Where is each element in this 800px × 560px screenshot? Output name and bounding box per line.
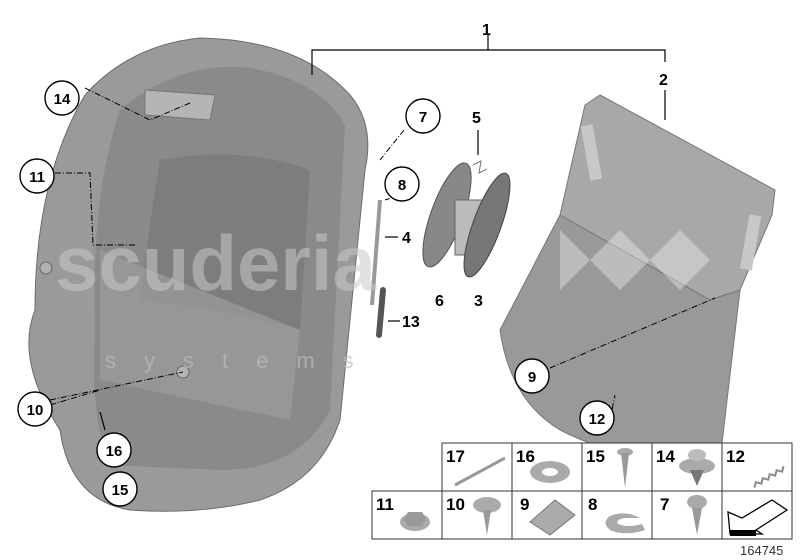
cable-tie-icon [454, 456, 506, 487]
callout-10: 10 [17, 391, 53, 427]
callout-1: 1 [482, 22, 491, 39]
table-cell-16: 16 [511, 442, 583, 492]
svg-text:11: 11 [376, 495, 394, 514]
seat-back-shell [28, 37, 369, 512]
table-cell-12: 12 [721, 442, 793, 492]
svg-text:10: 10 [27, 402, 44, 419]
spring-icon [753, 465, 785, 488]
svg-text:16: 16 [106, 443, 123, 460]
svg-text:14: 14 [54, 91, 71, 108]
callout-4: 4 [402, 230, 411, 247]
table-cell-arrow [721, 490, 793, 540]
leader-14 [84, 87, 191, 121]
leader-10 [49, 371, 184, 406]
table-cell-11: 11 [371, 490, 443, 540]
table-cell-9: 9 [511, 490, 583, 540]
svg-text:17: 17 [446, 447, 465, 466]
svg-text:16: 16 [516, 447, 535, 466]
svg-text:7: 7 [419, 109, 427, 126]
rod-part [370, 199, 382, 306]
screw-icon [617, 448, 633, 488]
callout-12: 12 [579, 400, 615, 436]
svg-text:8: 8 [588, 495, 597, 514]
callout-8: 8 [384, 166, 420, 202]
svg-text:9: 9 [520, 495, 529, 514]
watermark-checker [560, 230, 710, 290]
callout-15: 15 [102, 471, 138, 507]
leader-7 [379, 129, 405, 161]
retaining-clip-icon [605, 513, 645, 534]
leader-11 [55, 172, 135, 246]
leader-16 [99, 411, 106, 431]
parts-table: 17 16 15 14 12 11 10 9 8 7 [371, 442, 793, 540]
nut-icon [400, 512, 430, 531]
callout-9: 9 [514, 358, 550, 394]
svg-text:14: 14 [656, 447, 675, 466]
svg-text:8: 8 [398, 177, 406, 194]
table-cell-14: 14 [651, 442, 723, 492]
callout-11: 11 [19, 158, 55, 194]
clip-nut-icon [529, 499, 576, 536]
screw-washer-icon [473, 497, 501, 535]
svg-text:12: 12 [726, 447, 745, 466]
table-cell-10: 10 [441, 490, 513, 540]
clip-icon [679, 449, 715, 486]
svg-text:15: 15 [586, 447, 605, 466]
table-cell-15: 15 [581, 442, 653, 492]
callout-2: 2 [659, 72, 668, 89]
table-cell-8: 8 [581, 490, 653, 540]
callout-7: 7 [405, 98, 441, 134]
svg-text:15: 15 [112, 482, 129, 499]
callout-16: 16 [96, 432, 132, 468]
callout-3: 3 [474, 293, 483, 310]
rear-panel [499, 94, 776, 463]
svg-text:9: 9 [528, 369, 536, 386]
screw-icon [687, 495, 707, 535]
table-cell-17: 17 [441, 442, 513, 492]
svg-text:11: 11 [29, 169, 45, 186]
release-handle [422, 160, 511, 278]
svg-text:7: 7 [660, 495, 669, 514]
watermark-brand: scuderia [55, 219, 376, 307]
callout-13: 13 [402, 314, 420, 331]
callout-5: 5 [472, 110, 481, 127]
group-bracket [311, 49, 666, 75]
pin-part [376, 287, 386, 338]
callout-6: 6 [435, 293, 444, 310]
table-cell-7: 7 [651, 490, 723, 540]
leader-9 [549, 297, 716, 369]
callout-14: 14 [44, 80, 80, 116]
diagram-code: 164745 [740, 543, 783, 558]
svg-text:12: 12 [589, 411, 606, 428]
svg-text:10: 10 [446, 495, 465, 514]
watermark-sub: systems [105, 348, 382, 373]
